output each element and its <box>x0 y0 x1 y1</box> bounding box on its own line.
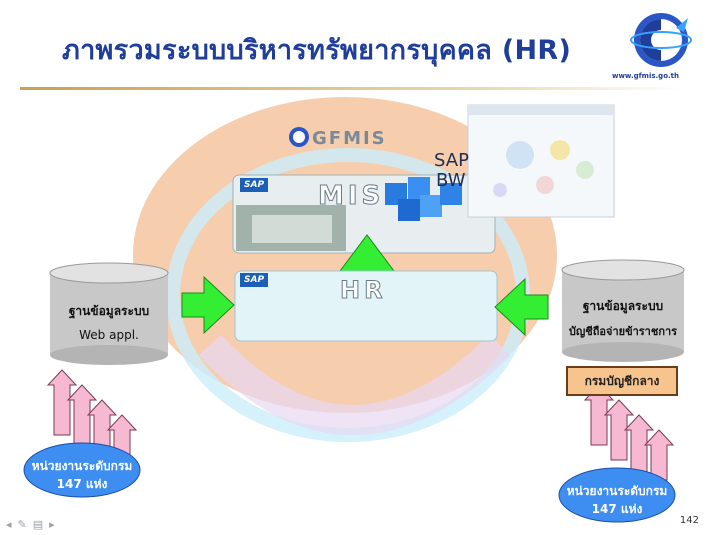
pen-icon[interactable]: ✎ <box>17 518 33 531</box>
left-units-line1: หน่วยงานระดับกรม <box>31 459 133 473</box>
sap-bw-cubes-icon <box>385 177 462 221</box>
menu-icon[interactable]: ▤ <box>32 518 50 531</box>
slide-toolbar[interactable]: ◂✎▤▸ <box>6 518 61 531</box>
sap-bw-line2: BW <box>436 170 466 191</box>
title-divider <box>20 87 685 90</box>
gfmis-label: GFMIS <box>312 128 387 149</box>
right-db-subtitle: บัญชีถือจ่ายข้าราชการ <box>568 325 678 338</box>
right-units-line2: 147 แห่ง <box>591 502 643 516</box>
previous-slide-icon[interactable]: ◂ <box>6 518 18 531</box>
hr-sap-tag: SAP <box>240 273 269 287</box>
right-pink-arrows <box>583 384 675 481</box>
page-title: ภาพรวมระบบบริหารทรัพยากรบุคคล (HR) <box>62 35 572 66</box>
left-db-subtitle: Web appl. <box>79 328 139 342</box>
left-units-line2: 147 แห่ง <box>56 477 108 491</box>
left-database-cylinder <box>49 262 169 365</box>
diagram-canvas <box>23 97 685 523</box>
left-units-oval <box>23 442 141 498</box>
right-units-line1: หน่วยงานระดับกรม <box>566 484 668 498</box>
mis-label: MIS <box>317 181 385 212</box>
gfmis-logo-icon <box>630 13 692 67</box>
green-left-arrow <box>494 277 549 337</box>
hr-label: HR <box>340 276 387 305</box>
right-database-cylinder <box>561 259 685 362</box>
gfmis-mini-globe-icon <box>289 127 309 147</box>
next-slide-icon[interactable]: ▸ <box>49 518 61 531</box>
right-units-oval <box>558 467 676 523</box>
left-db-title: ฐานข้อมูลระบบ <box>68 304 150 318</box>
sap-portal-thumbnail <box>467 104 615 218</box>
right-db-title: ฐานข้อมูลระบบ <box>582 299 664 313</box>
page-number: 142 <box>679 515 699 526</box>
sap-bw-line1: SAP <box>434 150 469 171</box>
green-right-arrow <box>181 275 235 335</box>
comptroller-general-box: กรมบัญชีกลาง <box>566 366 678 396</box>
logo-url: www.gfmis.go.th <box>612 72 679 80</box>
mis-sap-tag: SAP <box>240 178 269 192</box>
